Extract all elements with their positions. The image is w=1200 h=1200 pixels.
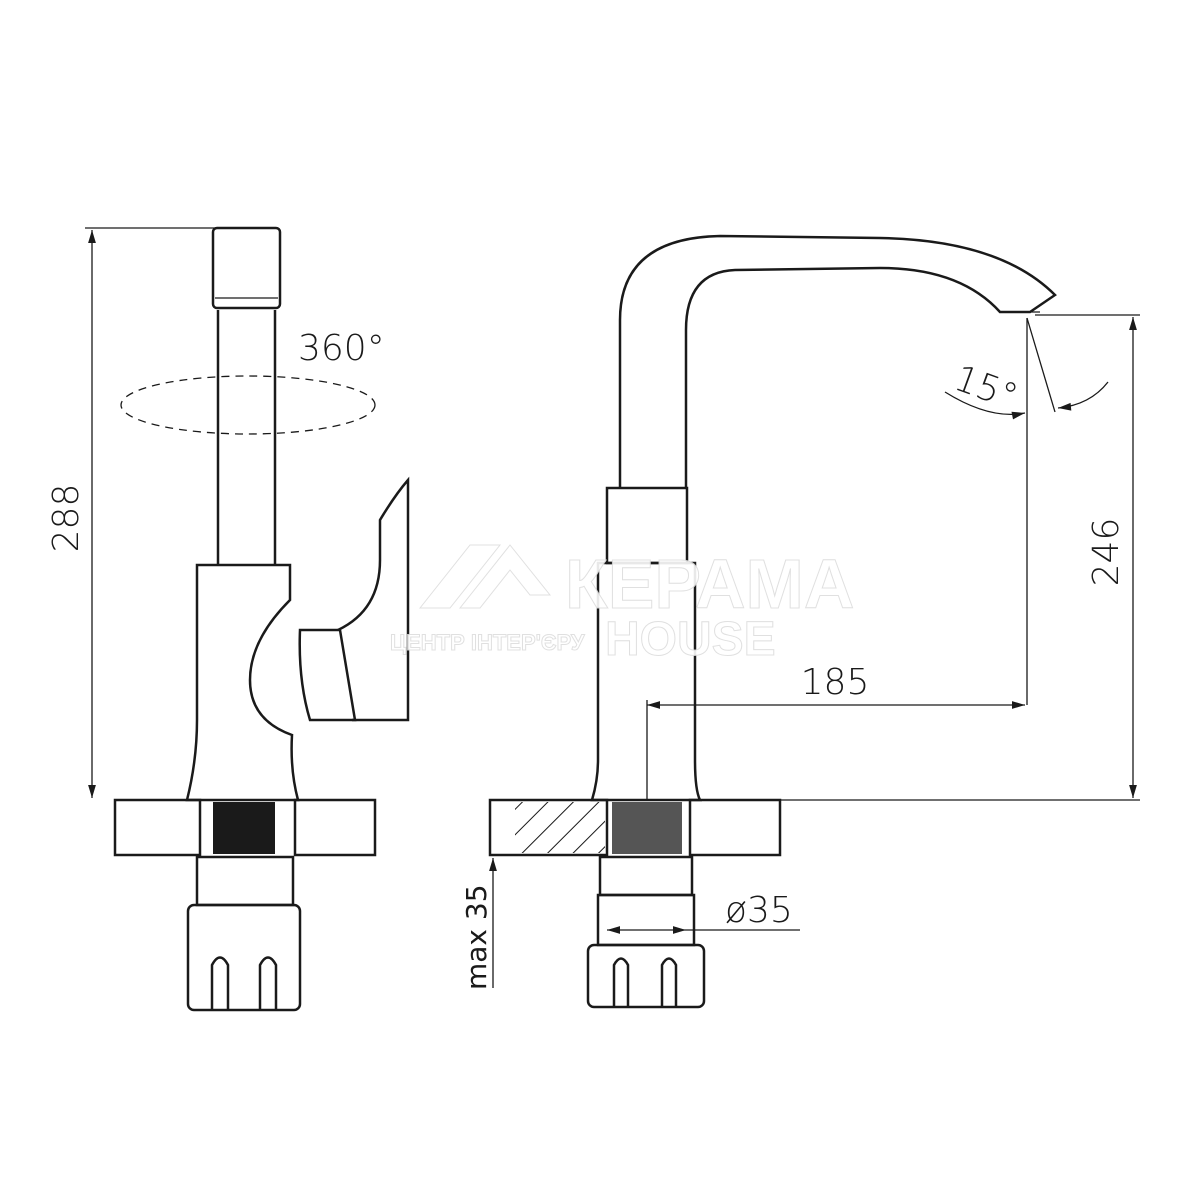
rotation-ellipse	[120, 375, 376, 435]
side-view: 288 360°	[46, 226, 410, 1012]
rotation-label: 360°	[298, 328, 385, 369]
countertop-right-section	[488, 798, 609, 857]
max-35-label: max 35	[460, 884, 493, 990]
watermark-tagline: ЦЕНТР ІНТЕР'ЄРУ	[390, 630, 585, 655]
mounting-stud	[213, 802, 275, 854]
mount-washer	[195, 855, 295, 907]
handle-joint	[298, 628, 357, 722]
angle-15-label: 15°	[949, 358, 1023, 418]
watermark-brand: КЕРАМА	[565, 545, 854, 623]
front-view: 15° 246 185 max 35 ø35	[460, 234, 1140, 1009]
mount-nut-right	[586, 943, 706, 1009]
faucet-body	[185, 563, 300, 802]
spout-tube	[216, 310, 277, 565]
countertop-section-left	[113, 798, 202, 857]
countertop-section-right	[293, 798, 377, 857]
mount-washer-right	[598, 855, 694, 897]
diameter-35-label: ø35	[725, 890, 793, 931]
height-246-label: 246	[1086, 518, 1127, 587]
threaded-stud	[612, 802, 682, 854]
mount-nut	[186, 903, 302, 1012]
spout	[618, 234, 1057, 488]
height-288-label: 288	[46, 484, 87, 553]
lever-handle	[337, 476, 410, 722]
reach-185-label: 185	[801, 662, 870, 703]
aerator-cap	[211, 226, 282, 310]
watermark-sub: HOUSE	[605, 613, 776, 666]
watermark-logo: КЕРАМА HOUSE ЦЕНТР ІНТЕР'ЄРУ	[390, 544, 855, 667]
